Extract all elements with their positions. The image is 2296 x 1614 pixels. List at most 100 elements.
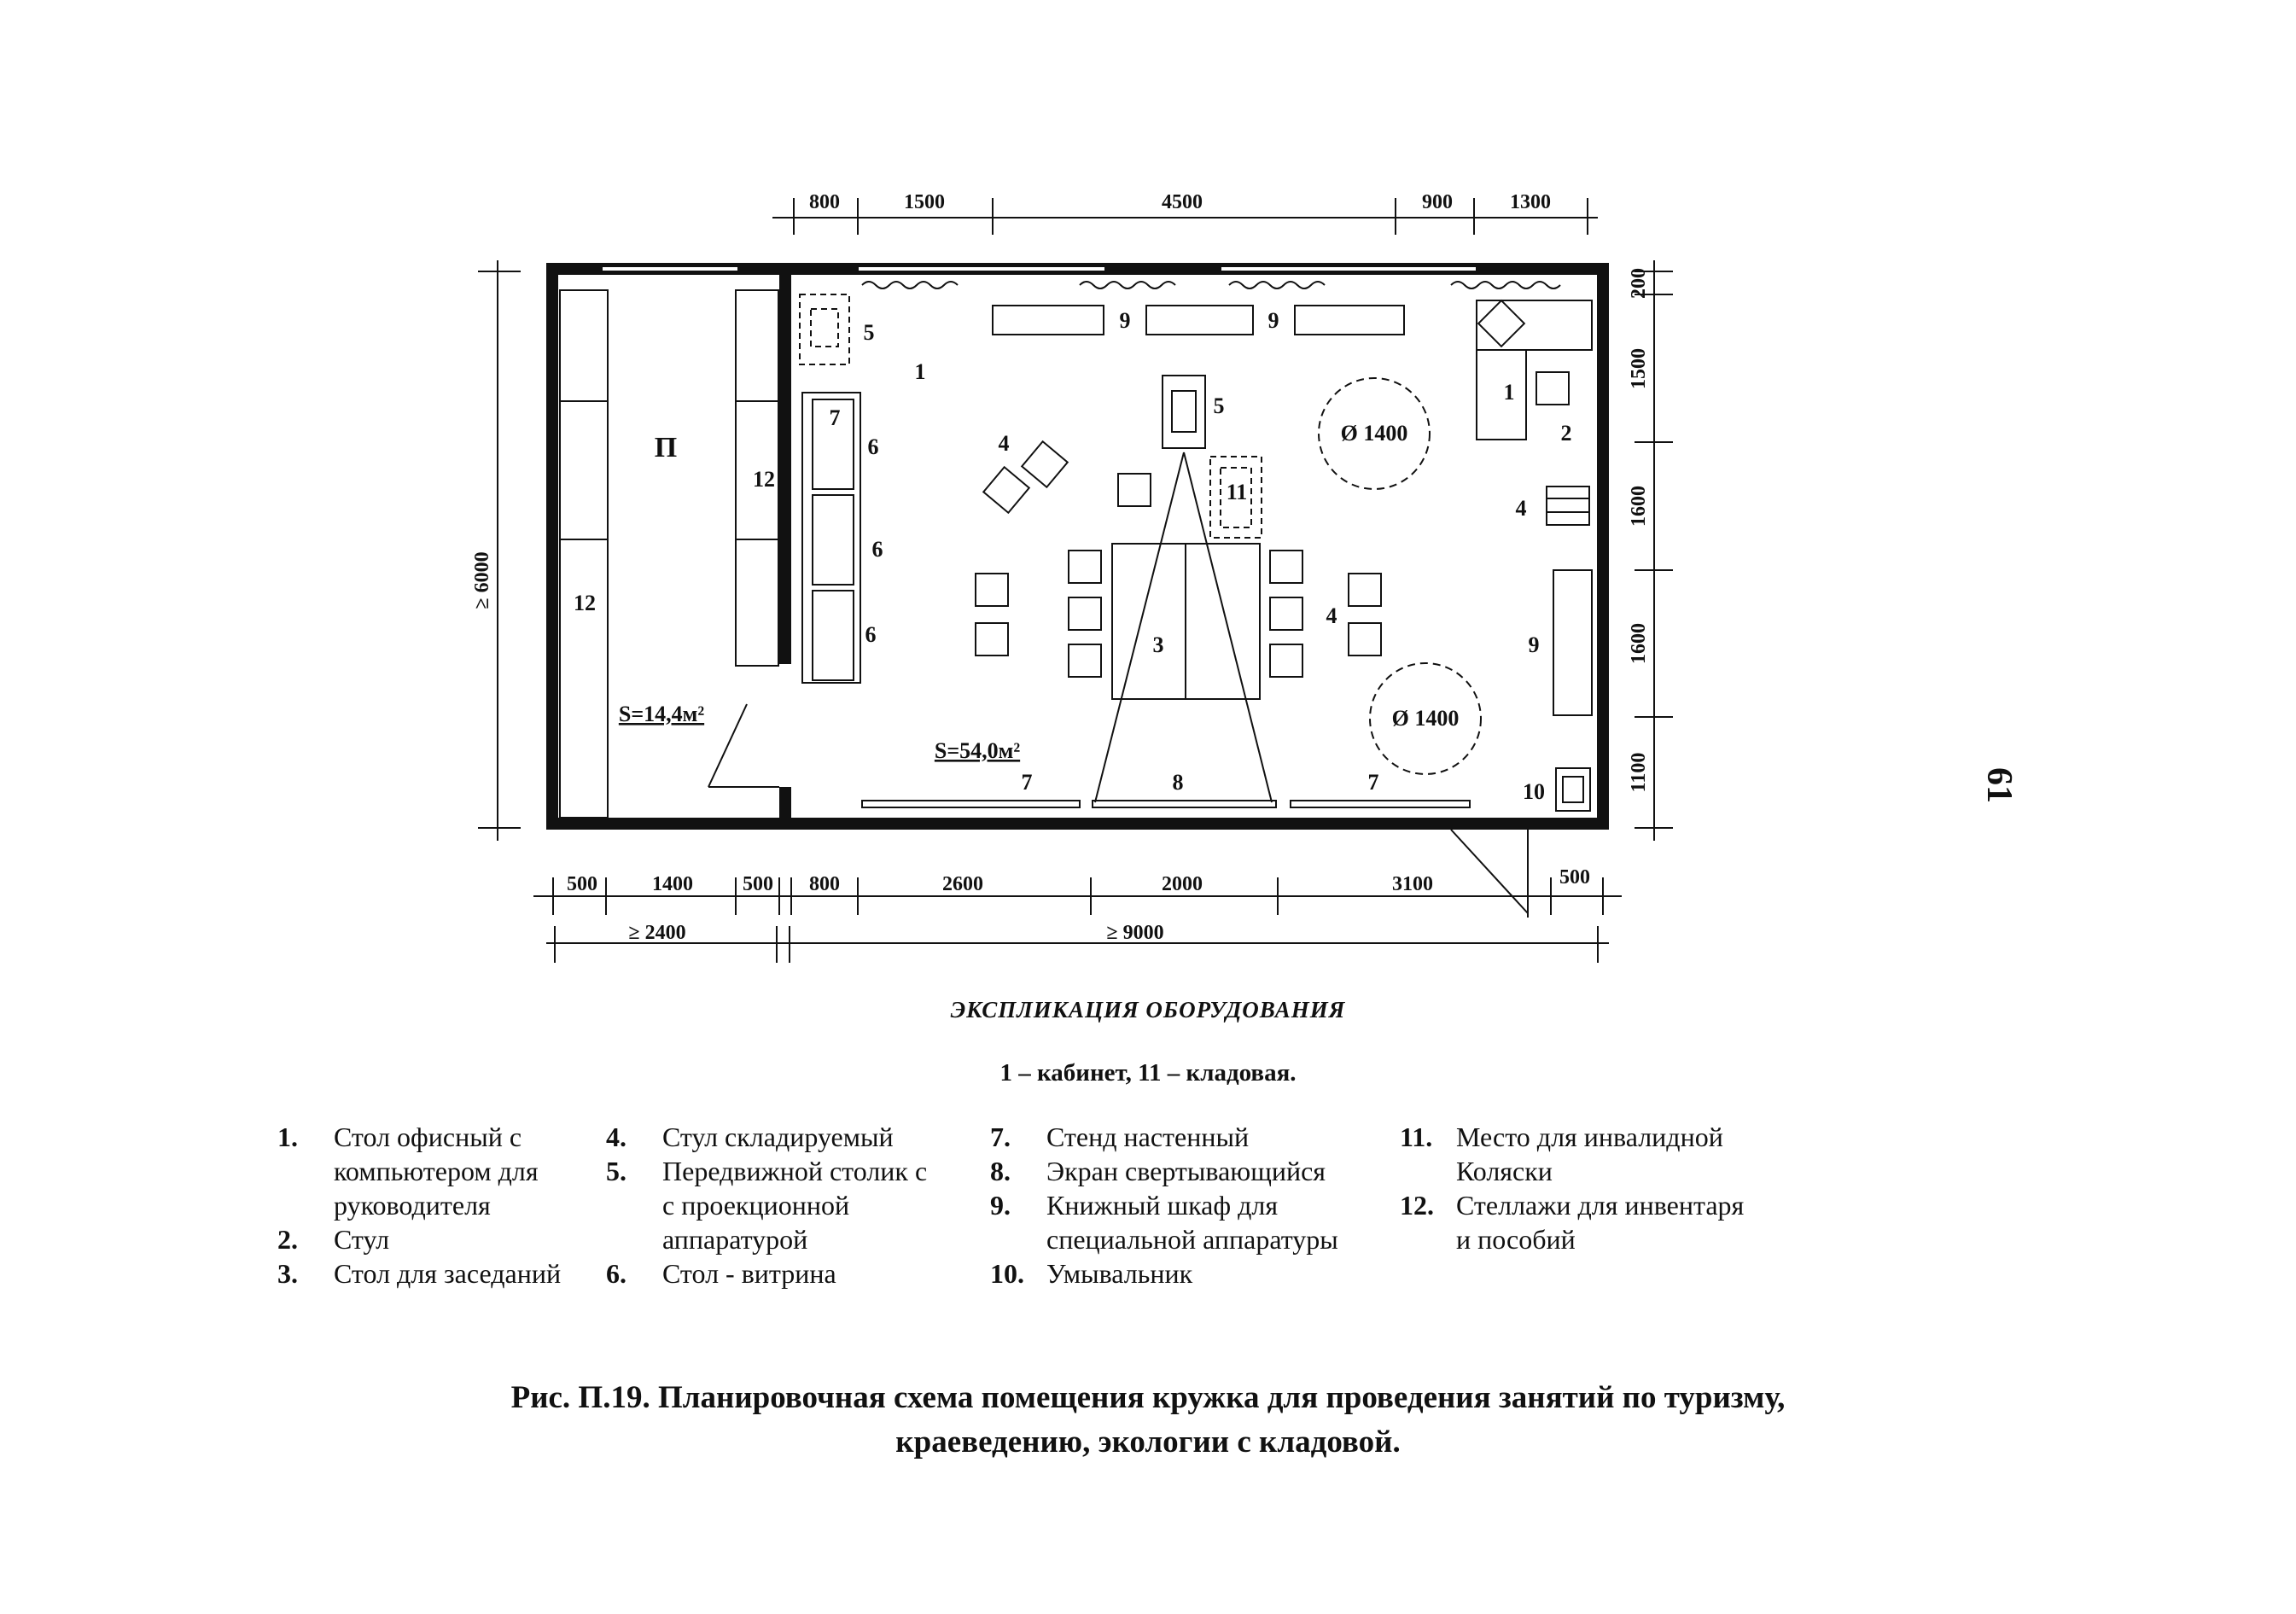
dim-right-3: 1600 [1628, 623, 1650, 664]
legend-text: Стол для заседаний [334, 1258, 562, 1289]
radiators [861, 281, 1561, 289]
label-1-room: 1 [915, 359, 926, 384]
manager-desk [1476, 299, 1593, 440]
dim-right-0: 200 [1628, 268, 1650, 299]
dim-bottom-0: 500 [567, 873, 597, 895]
dim-bottom-7: 500 [1559, 866, 1590, 889]
dim-right-2: 1600 [1628, 486, 1650, 527]
dim-left: ≥ 6000 [471, 551, 493, 609]
legend-item: 1. Стол офисный с компьютером для руково… [277, 1120, 561, 1222]
legend-item: 11. Место для инвалидной Коляски [1400, 1120, 1744, 1188]
dim-bottom-4: 2600 [942, 873, 983, 895]
floor-plan: 800 1500 4500 900 1300 ≥ 6000 200 1500 1… [471, 191, 1673, 963]
dim-top-4: 1300 [1510, 191, 1551, 213]
legend-text: Место для инвалидной Коляски [1456, 1122, 1723, 1186]
label-12-right: 12 [753, 467, 775, 492]
legend-text: Умывальник [1046, 1258, 1193, 1289]
turning-circles [1318, 377, 1482, 775]
storeroom-door [708, 703, 779, 788]
dim-bottom-5: 2000 [1162, 873, 1203, 895]
legend-num: 6. [606, 1258, 626, 1289]
legend-column-1: 1. Стол офисный с компьютером для руково… [277, 1120, 561, 1291]
label-6-a: 6 [868, 434, 879, 459]
label-4-b: 4 [1326, 603, 1337, 628]
label-6-b: 6 [872, 537, 883, 562]
explication-subtitle: 1 – кабинет, 11 – кладовая. [999, 1059, 1297, 1087]
legend-num: 5. [606, 1156, 626, 1186]
label-5-left: 5 [864, 320, 875, 345]
legend-text: Стол - витрина [662, 1258, 836, 1289]
legend-num: 8. [990, 1156, 1011, 1186]
legend-text: Передвижной столик с с проекционной аппа… [662, 1156, 928, 1255]
caption-line-2: краеведению, экологии с кладовой. [895, 1425, 1401, 1460]
legend-item: 6. Стол - витрина [606, 1256, 927, 1291]
circle-label-a: Ø 1400 [1341, 421, 1408, 446]
washbasin [1555, 767, 1591, 812]
legend-text: Экран свертывающийся [1046, 1156, 1326, 1186]
dim-right-4: 1100 [1628, 753, 1650, 793]
legend-num: 4. [606, 1122, 626, 1152]
legend-num: 2. [277, 1224, 298, 1255]
legend-item: 3. Стол для заседаний [277, 1256, 561, 1291]
legend-item: 5. Передвижной столик с с проекционной а… [606, 1154, 927, 1256]
figure-caption: Рис. П.19. Планировочная схема помещения… [0, 1376, 2296, 1465]
dim-total-main: ≥ 9000 [1106, 922, 1163, 944]
legend-num: 3. [277, 1258, 298, 1289]
label-11: 11 [1227, 480, 1248, 504]
legend-num: 7. [990, 1122, 1011, 1152]
legend-num: 10. [990, 1258, 1024, 1289]
display-tables [801, 392, 861, 684]
bottom-dimension-chain [533, 877, 1622, 963]
dim-top-0: 800 [809, 191, 840, 213]
label-4-a: 4 [999, 431, 1010, 456]
label-2: 2 [1561, 421, 1572, 446]
label-10: 10 [1523, 779, 1545, 804]
legend-num: 1. [277, 1122, 298, 1152]
top-dimension-labels: 800 1500 4500 900 1300 [809, 191, 1551, 213]
legend-num: 12. [1400, 1190, 1434, 1221]
legend-column-2: 4. Стул складируемый 5. Передвижной стол… [606, 1120, 927, 1291]
legend-item: 12. Стеллажи для инвентаря и пособий [1400, 1188, 1744, 1256]
chairs [975, 371, 1570, 678]
area-main-label: S=54,0м² [935, 738, 1020, 763]
book-cabinet-right [1553, 569, 1593, 716]
label-9-a: 9 [1120, 308, 1131, 333]
label-12-left: 12 [574, 591, 596, 615]
projector-cart [1162, 375, 1206, 449]
label-5-center: 5 [1214, 393, 1225, 418]
top-dimension-chain [772, 198, 1598, 235]
label-1-desk: 1 [1504, 380, 1515, 405]
dim-total-small: ≥ 2400 [628, 922, 685, 944]
entrance-door [1450, 818, 1529, 918]
dim-top-1: 1500 [904, 191, 945, 213]
right-dimension-labels: 200 1500 1600 1600 1100 [1628, 268, 1650, 792]
dim-bottom-1: 1400 [652, 873, 693, 895]
projection-beam [1094, 452, 1273, 803]
bottom-dimension-labels: 500 1400 500 800 2600 2000 3100 500 ≥ 24… [567, 866, 1590, 944]
legend-item: 4. Стул складируемый [606, 1120, 927, 1154]
right-dimension-chain [1635, 260, 1673, 841]
page-number: 61 [1979, 767, 2019, 803]
legend-num: 9. [990, 1190, 1011, 1221]
label-9-b: 9 [1268, 308, 1279, 333]
dim-bottom-3: 800 [809, 873, 840, 895]
wall-boards [861, 800, 1471, 808]
label-7-a: 7 [1022, 770, 1033, 795]
area-small-label: S=14,4м² [619, 702, 704, 726]
legend-text: Стул [334, 1224, 390, 1255]
projector-cart-dashed [799, 294, 850, 365]
legend-item: 2. Стул [277, 1222, 561, 1256]
label-9-c: 9 [1529, 632, 1540, 657]
label-8: 8 [1173, 770, 1184, 795]
windows [601, 265, 1477, 272]
dim-bottom-2: 500 [743, 873, 773, 895]
explication-title: ЭКСПЛИКАЦИЯ ОБОРУДОВАНИЯ [950, 997, 1346, 1023]
book-cabinets-top [992, 305, 1405, 335]
stacking-chairs-rotated [982, 440, 1069, 515]
legend-column-3: 7. Стенд настенный 8. Экран свертывающий… [990, 1120, 1338, 1291]
left-dimension [478, 260, 521, 841]
legend-num: 11. [1400, 1122, 1433, 1152]
legend-column-4: 11. Место для инвалидной Коляски 12. Сте… [1400, 1120, 1744, 1256]
dim-top-3: 900 [1422, 191, 1453, 213]
label-7-b: 7 [1368, 770, 1379, 795]
